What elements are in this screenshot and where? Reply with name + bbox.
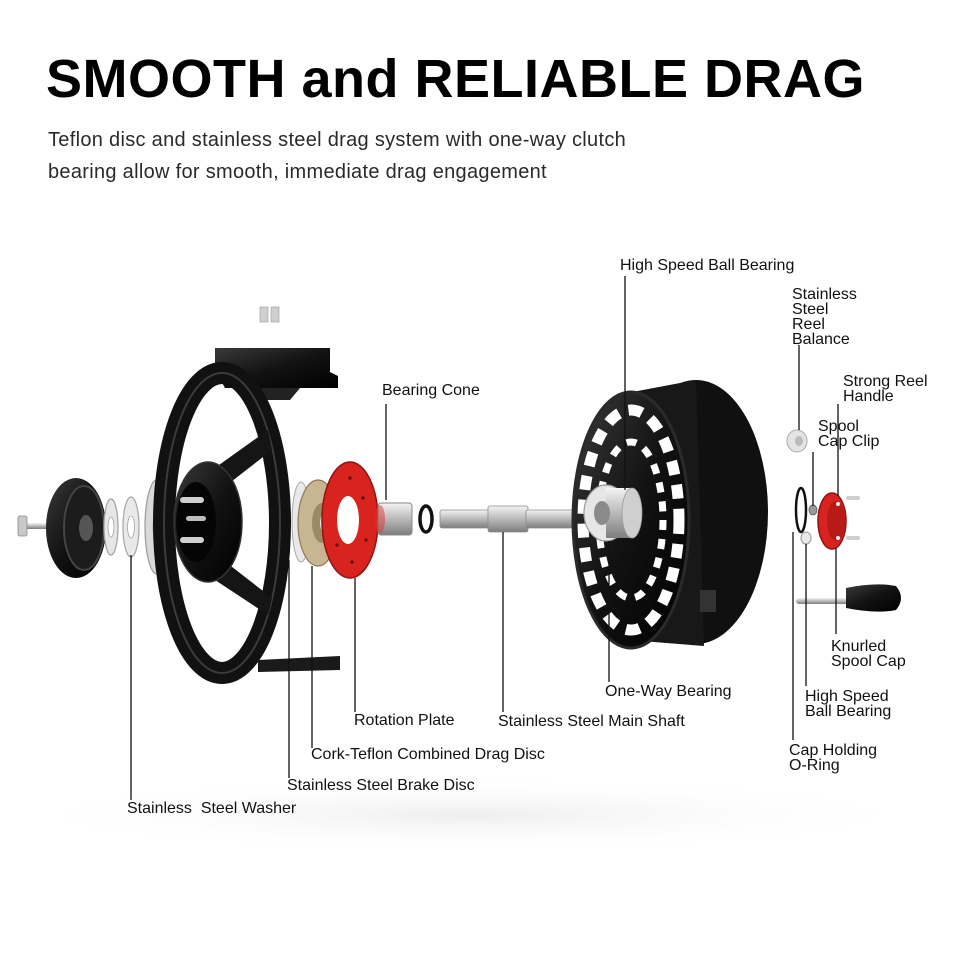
- high-speed-ball-bearing-shape: [800, 531, 812, 545]
- floor-shadow: [0, 777, 940, 853]
- stainless-steel-reel-balance: [786, 429, 808, 453]
- stainless-steel-main-shaft: [439, 505, 583, 533]
- label-stainless-steel-reel-balance: Stainless Steel Reel Balance: [792, 286, 857, 348]
- label-cork-teflon-combined-drag-disc: Cork-Teflon Combined Drag Disc: [311, 746, 545, 763]
- cap-holding-o-ring-shape: [794, 486, 808, 534]
- label-knurled-spool-cap: Knurled Spool Cap: [831, 638, 906, 670]
- leader-lines: [130, 276, 839, 800]
- label-stainless-steel-brake-disc: Stainless Steel Brake Disc: [287, 777, 475, 794]
- label-bearing-cone: Bearing Cone: [382, 382, 480, 399]
- label-high-speed-ball-bearing-bottom: High Speed Ball Bearing: [805, 688, 892, 720]
- label-strong-reel-handle: Strong Reel Handle: [843, 373, 928, 405]
- page-title: SMOOTH and RELIABLE DRAG: [46, 49, 865, 109]
- rotation-plate: [321, 461, 379, 579]
- label-stainless-steel-main-shaft: Stainless Steel Main Shaft: [498, 713, 685, 730]
- stainless-steel-washer: [103, 496, 140, 558]
- label-rotation-plate: Rotation Plate: [354, 712, 455, 729]
- drag-knob: [46, 478, 106, 578]
- o-ring: [418, 504, 434, 534]
- label-high-speed-ball-bearing-top: High Speed Ball Bearing: [620, 257, 795, 274]
- knurled-spool-cap: [817, 492, 860, 550]
- spool-cap-clip: [808, 504, 818, 516]
- label-one-way-bearing: One-Way Bearing: [605, 683, 732, 700]
- label-cap-holding-o-ring: Cap Holding O-Ring: [789, 742, 878, 774]
- label-stainless-steel-washer: Stainless Steel Washer: [127, 800, 297, 817]
- drag-knob-screw: [17, 515, 60, 537]
- subtitle-line-2: bearing allow for smooth, immediate drag…: [48, 161, 547, 183]
- one-way-bearing: [583, 484, 643, 542]
- strong-reel-handle: [796, 584, 901, 612]
- bearing-cone: [375, 502, 413, 536]
- subtitle-line-1: Teflon disc and stainless steel drag sys…: [48, 129, 627, 151]
- label-spool-cap-clip: Spool Cap Clip: [818, 418, 880, 450]
- reel-frame: [153, 362, 340, 684]
